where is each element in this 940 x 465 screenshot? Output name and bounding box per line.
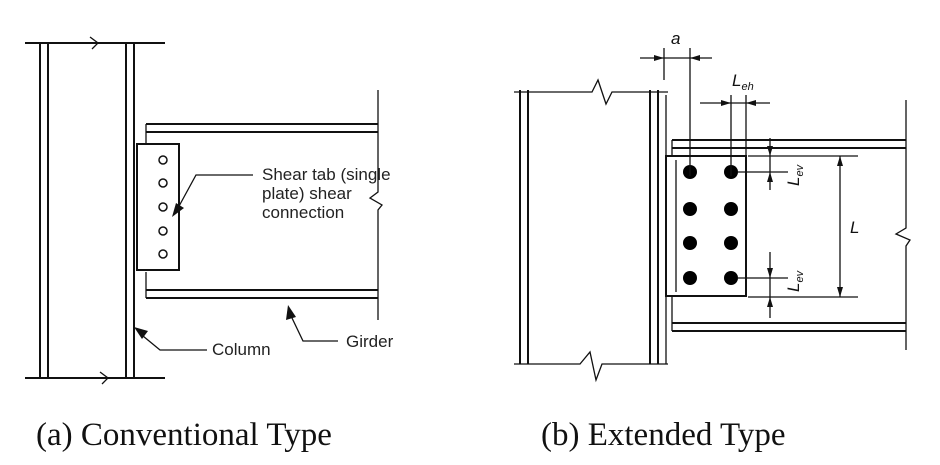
column-top-break-mark [89,36,99,50]
column-leader [134,327,207,351]
dimension-lev-bottom [738,252,788,318]
bolt-hole [158,155,168,165]
bolt [683,271,697,285]
bolt [724,202,738,216]
girder [671,100,911,350]
dimension-l-label: L [850,218,859,237]
shear-tab-label-line1: Shear tab (single [262,165,391,184]
girder-break-line [894,100,911,350]
girder-break-line [368,90,383,320]
shear-tab-label-line3: connection [262,203,344,222]
dimension-lev-bottom-label: Lev [784,269,806,292]
dimension-a-label: a [671,29,680,48]
bolt [724,271,738,285]
bolt-hole [158,249,168,259]
shear-tab-plate [136,143,180,271]
bolt-hole [158,202,168,212]
column [514,78,668,383]
conventional-connection-drawing: Shear tab (single plate) shear connectio… [25,36,394,385]
extended-type-caption: (b) Extended Type [541,417,786,453]
bolt [683,236,697,250]
girder-leader [286,305,338,342]
extended-connection-drawing: a Leh Lev L [514,29,911,383]
dimension-lev-top-label: Lev [784,163,806,186]
girder [145,90,383,320]
bolt-hole [158,226,168,236]
column [25,36,165,385]
column-top-break-line [514,78,668,106]
bolt [683,202,697,216]
extended-shear-plate [665,155,747,297]
girder-label: Girder [346,332,394,351]
dimension-l [748,156,858,298]
bolt-hole [158,178,168,188]
column-label: Column [212,340,271,359]
dimension-leh [700,95,770,176]
column-bottom-break-line [514,350,668,383]
shear-tab-label-line2: plate) shear [262,184,352,203]
conventional-type-caption: (a) Conventional Type [36,417,332,453]
dimension-leh-label: Leh [732,71,754,93]
dimension-a [640,48,712,176]
bolt [724,236,738,250]
shear-tab-leader [172,174,253,217]
column-bottom-break-mark [99,371,109,385]
